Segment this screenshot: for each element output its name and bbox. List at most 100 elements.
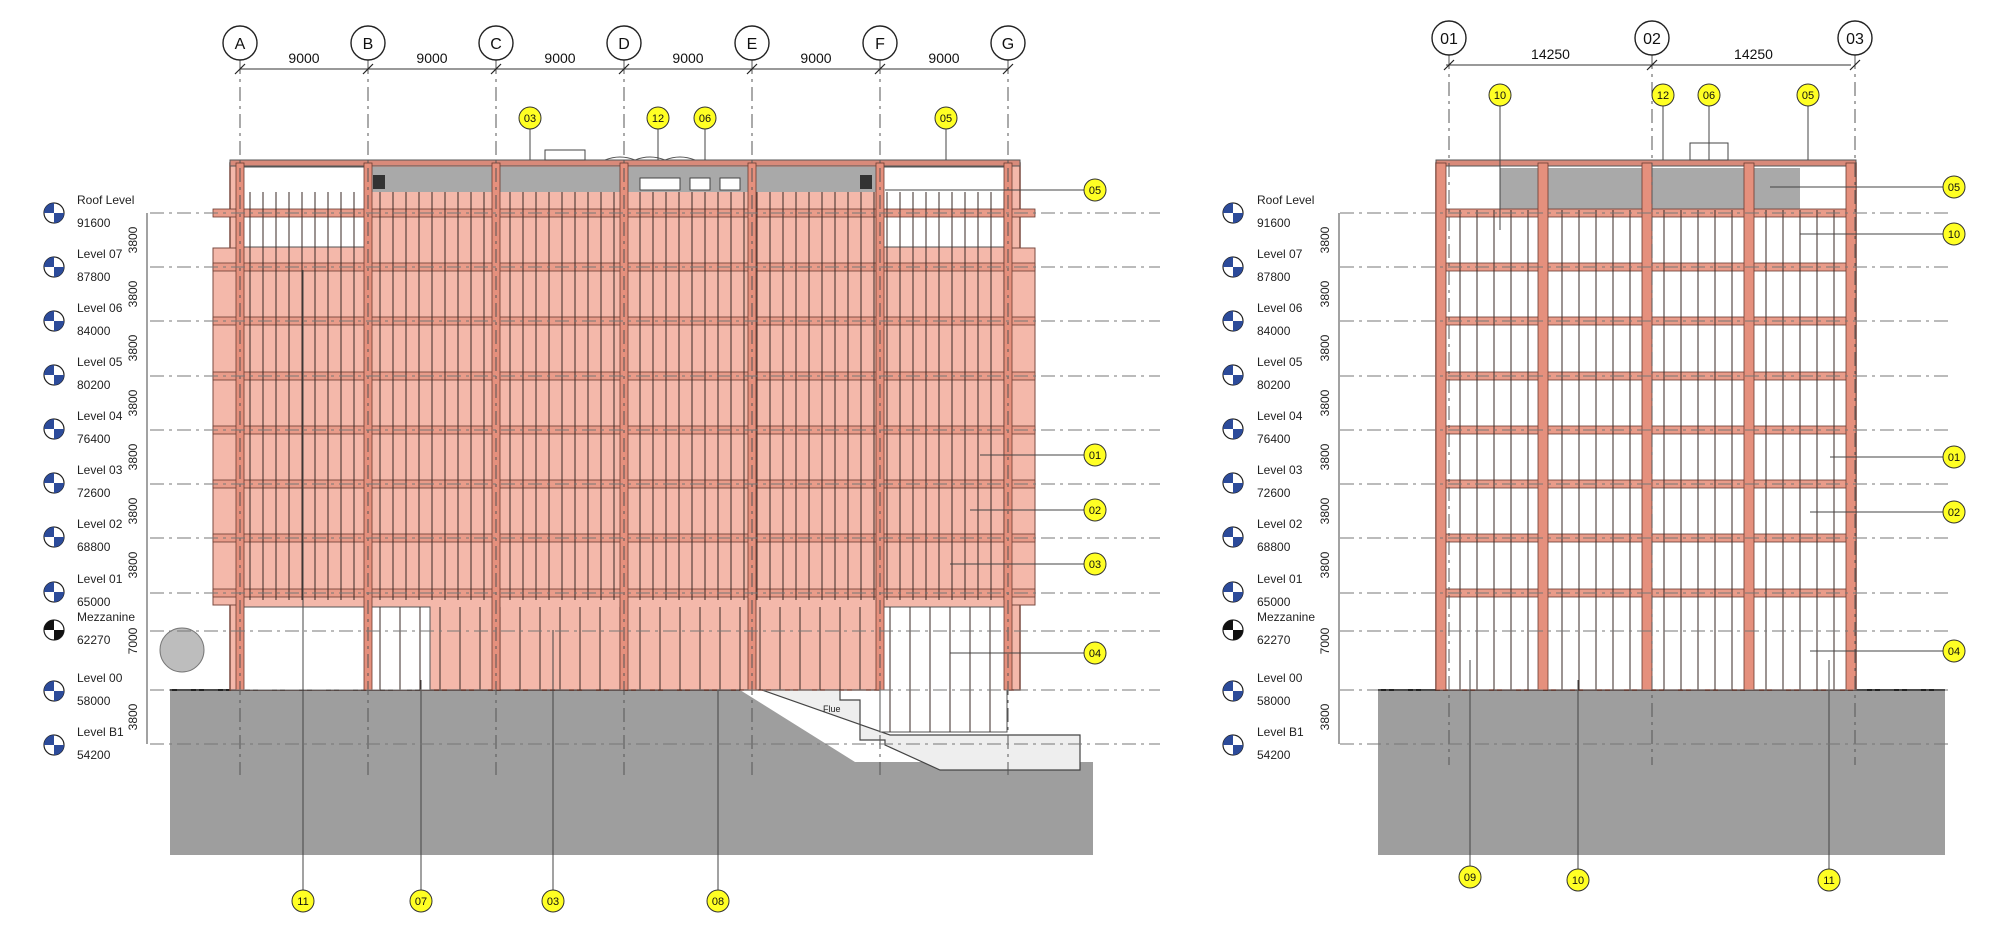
left-grid-span: 9000 — [416, 50, 447, 66]
right-column — [1435, 162, 1447, 691]
stair-cut — [727, 677, 1081, 771]
right-right-tag-label: 01 — [1948, 452, 1960, 464]
left-level-elevation: 68800 — [77, 540, 111, 554]
left-bottom-tag-label: 03 — [547, 896, 559, 908]
right-grid-span: 14250 — [1734, 46, 1773, 62]
right-level-name: Level 05 — [1257, 355, 1303, 369]
left-level-height: 3800 — [126, 703, 140, 730]
right-level-elevation: 80200 — [1257, 378, 1291, 392]
left-top-tag-bubble — [934, 106, 958, 130]
left-level-height: 7000 — [126, 627, 140, 654]
roof-setback-east — [879, 166, 1008, 248]
left-grid-tick — [362, 63, 374, 75]
left-bottom-tag-bubble — [541, 889, 565, 913]
right-level-height: 3800 — [1318, 334, 1332, 361]
left-level-name: Level 06 — [77, 301, 123, 315]
right-level-marker-icon — [1222, 680, 1244, 702]
right-bottom-tag-bubble — [1566, 868, 1590, 892]
left-grid-label: A — [235, 36, 246, 53]
right-level-height: 3800 — [1318, 551, 1332, 578]
left-level-elevation: 72600 — [77, 486, 111, 500]
left-grid-bubble — [222, 25, 258, 61]
left-right-tag-bubble — [1083, 178, 1107, 202]
right-column — [1537, 162, 1549, 691]
right-top-tag-bubble — [1488, 83, 1512, 107]
left-mullions — [249, 192, 1005, 732]
left-level-elevation: 80200 — [77, 378, 111, 392]
right-level-marker-icon — [1222, 581, 1244, 603]
left-level-elevation: 65000 — [77, 595, 111, 609]
left-level-name: Level B1 — [77, 725, 124, 739]
right-level-name: Roof Level — [1257, 193, 1314, 207]
roof-unit-1 — [544, 149, 586, 161]
right-top-tag-label: 06 — [1703, 90, 1715, 102]
right-top-tag-label: 12 — [1657, 90, 1669, 102]
left-level-marker-icon — [43, 364, 65, 386]
right-grid-bubble — [1634, 20, 1670, 56]
roof-unit-3 — [689, 177, 711, 191]
left-level-elevation: 62270 — [77, 633, 111, 647]
right-level-name: Level B1 — [1257, 725, 1304, 739]
left-grid-bubble — [862, 25, 898, 61]
right-level-name: Level 04 — [1257, 409, 1303, 423]
left-grid-span: 9000 — [800, 50, 831, 66]
left-level-marker-icon — [43, 202, 65, 224]
left-grid-tick — [1002, 63, 1014, 75]
left-level-marker-icon — [43, 256, 65, 278]
roof-unit-2 — [639, 177, 681, 191]
left-bottom-tag-bubble — [291, 889, 315, 913]
left-level-marker-icon — [43, 680, 65, 702]
left-grid-label: F — [875, 36, 885, 53]
left-level-name: Level 02 — [77, 517, 123, 531]
left-level-marker-icon — [43, 310, 65, 332]
right-level-marker-icon — [1222, 472, 1244, 494]
roof-vent-f — [860, 175, 872, 189]
left-level-height: 3800 — [126, 280, 140, 307]
right-level-height: 3800 — [1318, 443, 1332, 470]
right-level-elevation: 87800 — [1257, 270, 1291, 284]
right-level-elevation: 65000 — [1257, 595, 1291, 609]
left-right-tag-bubble — [1083, 552, 1107, 576]
right-structural-columns — [1435, 162, 1857, 691]
left-grid-label: C — [490, 36, 502, 53]
right-right-tag-label: 10 — [1948, 229, 1960, 241]
right-level-height: 7000 — [1318, 627, 1332, 654]
left-right-tag-label: 01 — [1089, 450, 1101, 462]
right-level-name: Mezzanine — [1257, 610, 1315, 624]
right-bottom-tag-bubble — [1817, 868, 1841, 892]
right-level-name: Level 03 — [1257, 463, 1303, 477]
left-level-name: Level 01 — [77, 572, 123, 586]
right-level-marker-icon — [1222, 418, 1244, 440]
left-top-tag-bubble — [646, 106, 670, 130]
left-level-marker-icon — [43, 581, 65, 603]
left-level-elevation: 84000 — [77, 324, 111, 338]
right-level-height: 3800 — [1318, 497, 1332, 524]
right-level-elevation: 68800 — [1257, 540, 1291, 554]
right-right-tag-label: 05 — [1948, 182, 1960, 194]
left-bottom-tag-label: 07 — [415, 896, 427, 908]
left-level-name: Level 05 — [77, 355, 123, 369]
roof-unit-4 — [719, 177, 741, 191]
left-right-tag-bubble — [1083, 443, 1107, 467]
left-level-elevation: 91600 — [77, 216, 111, 230]
left-level-height: 3800 — [126, 497, 140, 524]
right-grid-label: 03 — [1846, 31, 1864, 48]
left-level-name: Level 03 — [77, 463, 123, 477]
right-level-elevation: 58000 — [1257, 694, 1291, 708]
flue-label: Flue — [823, 704, 841, 714]
right-level-height: 3800 — [1318, 703, 1332, 730]
right-level-height: 3800 — [1318, 226, 1332, 253]
left-grid-bubble — [478, 25, 514, 61]
left-grid-tick — [874, 63, 886, 75]
right-column — [1845, 162, 1857, 691]
left-grid-label: G — [1002, 36, 1014, 53]
left-grid-bubble — [990, 25, 1026, 61]
right-right-tag-bubble — [1942, 222, 1966, 246]
left-grid-tick — [618, 63, 630, 75]
right-grid-span: 14250 — [1531, 46, 1570, 62]
